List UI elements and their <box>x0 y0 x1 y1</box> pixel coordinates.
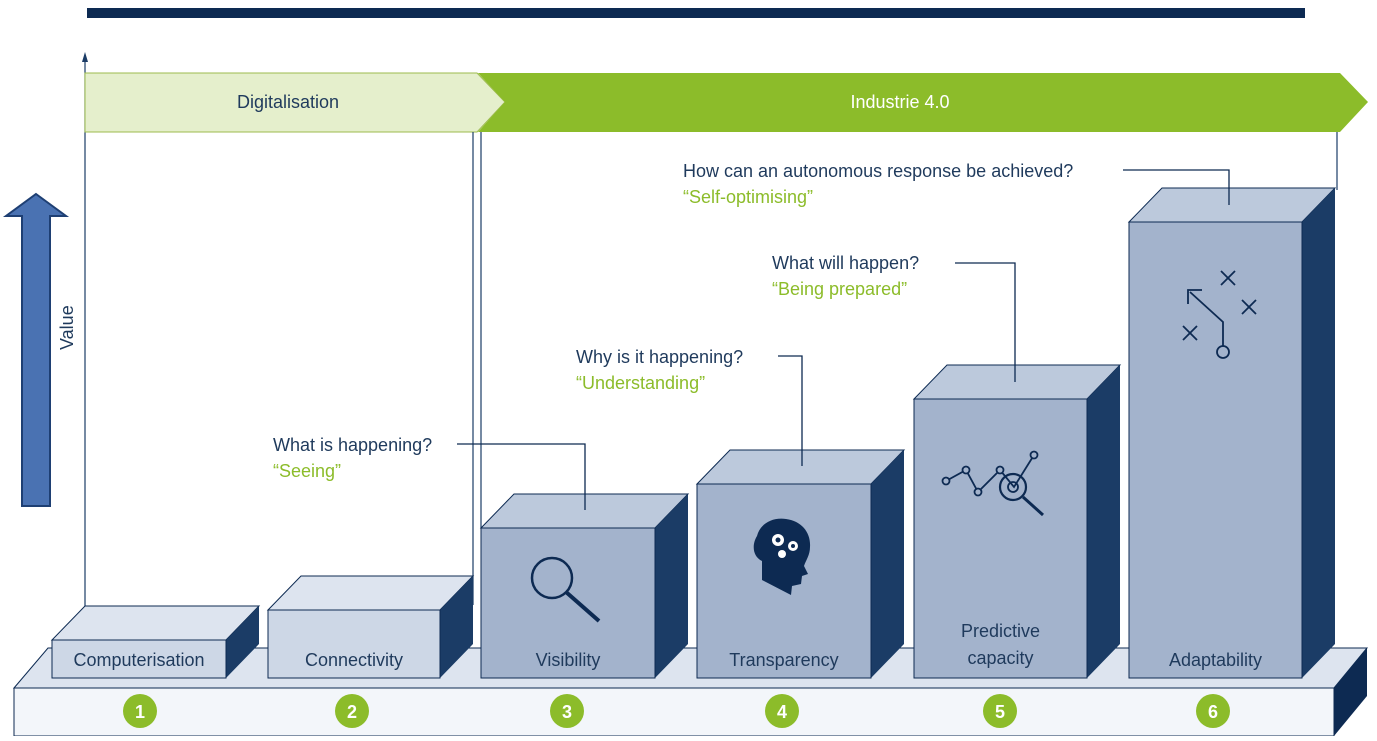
strategy-play-icon <box>1182 270 1257 359</box>
badge-circle <box>123 694 157 728</box>
callout-answer: “Being prepared” <box>772 279 907 299</box>
badge-circle <box>983 694 1017 728</box>
block-top-face <box>695 449 906 485</box>
stage-number-badge-6: 6 <box>1196 694 1230 728</box>
block-side-face <box>871 450 904 678</box>
top-rule <box>87 8 1305 18</box>
stage-label-4: Transparency <box>729 650 838 670</box>
block-side-face <box>1087 365 1120 678</box>
stage-number-badge-3: 3 <box>550 694 584 728</box>
base-platform-front <box>13 687 1335 737</box>
block-front-face <box>1128 221 1303 679</box>
value-arrow <box>2 192 70 507</box>
stage-number-badge-5: 5 <box>983 694 1017 728</box>
badge-number: 6 <box>1208 702 1218 722</box>
stage-blocks: Computerisation Connectivity Visibility Tra… <box>50 187 1337 679</box>
block-top-face <box>1127 187 1337 223</box>
stage-number-badge-2: 2 <box>335 694 369 728</box>
callout-leader-line <box>955 262 1016 382</box>
stage-label-1: Computerisation <box>73 650 204 670</box>
analytics-magnifier-icon <box>941 450 1045 517</box>
callout-question: What will happen? <box>772 253 919 273</box>
callout-leader-line <box>1123 169 1230 205</box>
callout-5: How can an autonomous response be achiev… <box>683 161 1230 207</box>
block-top-face <box>912 364 1122 400</box>
callout-question: What is happening? <box>273 435 432 455</box>
stage-label-6: Adaptability <box>1169 650 1262 670</box>
industrie40-label: Industrie 4.0 <box>850 92 949 112</box>
brain-head-icon <box>753 518 811 595</box>
badge-circle <box>550 694 584 728</box>
block-side-face <box>226 606 259 678</box>
badge-number: 1 <box>135 702 145 722</box>
badge-circle <box>765 694 799 728</box>
stage-number-badge-1: 1 <box>123 694 157 728</box>
y-axis-arrowhead <box>82 52 88 62</box>
stage-icons <box>530 270 1257 623</box>
stage-block-3: Visibility <box>479 493 690 679</box>
axis-label-value: Value <box>57 305 77 350</box>
stage-block-1: Computerisation <box>50 605 261 679</box>
stage-number-badge-4: 4 <box>765 694 799 728</box>
block-front-face <box>267 609 441 679</box>
stage-number-badges: 1 2 3 4 5 6 <box>123 694 1230 728</box>
callout-leader-line <box>457 443 586 510</box>
badge-circle <box>1196 694 1230 728</box>
callout-4: What will happen? “Being prepared” <box>772 253 1016 382</box>
block-top-face <box>50 605 261 641</box>
block-side-face <box>440 576 473 678</box>
block-side-face <box>655 494 688 678</box>
digitalisation-label: Digitalisation <box>237 92 339 112</box>
badge-number: 3 <box>562 702 572 722</box>
stage-label-3: Visibility <box>536 650 601 670</box>
block-front-face <box>51 639 227 679</box>
block-side-face <box>1302 188 1335 678</box>
badge-number: 5 <box>995 702 1005 722</box>
stage-block-2: Connectivity <box>266 575 475 679</box>
callout-question: Why is it happening? <box>576 347 743 367</box>
callout-answer: “Understanding” <box>576 373 705 393</box>
callout-leader-line <box>778 355 803 466</box>
stage-label-2: Connectivity <box>305 650 403 670</box>
callout-2: What is happening? “Seeing” <box>273 435 586 510</box>
callout-3: Why is it happening? “Understanding” <box>576 347 803 466</box>
callout-question: How can an autonomous response be achiev… <box>683 161 1073 181</box>
badge-number: 2 <box>347 702 357 722</box>
block-front-face <box>480 527 656 679</box>
callout-answer: “Self-optimising” <box>683 187 813 207</box>
block-top-face <box>266 575 475 611</box>
badge-circle <box>335 694 369 728</box>
magnifier-icon <box>530 556 601 623</box>
badge-number: 4 <box>777 702 787 722</box>
stage-block-6: Adaptability <box>1127 187 1337 679</box>
stage-callouts: What is happening? “Seeing” Why is it happ… <box>273 161 1230 510</box>
block-front-face <box>913 398 1088 679</box>
industrie40-arrow <box>478 73 1368 132</box>
callout-answer: “Seeing” <box>273 461 341 481</box>
base-platform-side <box>1334 648 1367 736</box>
digitalisation-arrow <box>84 72 506 133</box>
